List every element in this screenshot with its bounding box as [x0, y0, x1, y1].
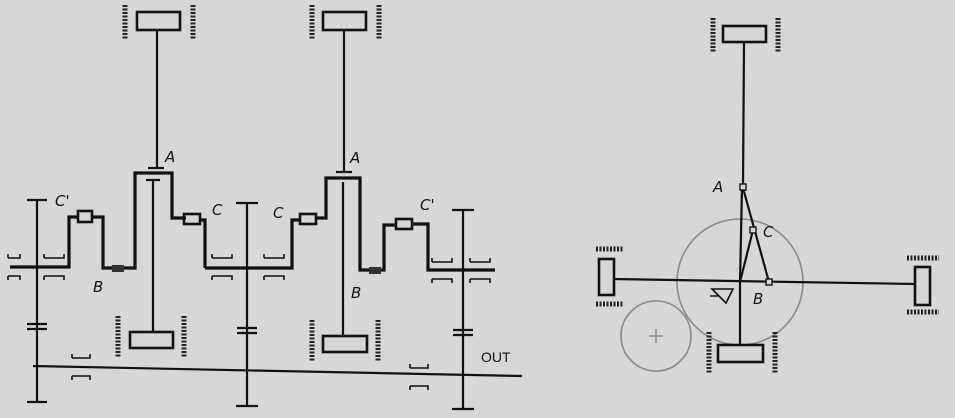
- label-c-prime-2: C': [420, 196, 435, 214]
- bearing: [211, 254, 233, 280]
- crank-arm: [205, 218, 300, 270]
- piston-top-2: [321, 10, 368, 32]
- label-b-2: B: [351, 284, 361, 302]
- coupler-c-prime: [76, 209, 94, 224]
- bearing: [469, 258, 491, 283]
- crank-arm: [186, 218, 207, 268]
- link-a-b: [741, 187, 771, 283]
- right-mechanism: A C B: [596, 18, 939, 373]
- label-c: C: [763, 223, 774, 241]
- small-circle: [620, 300, 692, 372]
- crankshaft-1: [92, 171, 186, 270]
- crank-arm: [412, 222, 495, 272]
- piston-top: [721, 24, 768, 44]
- output-shaft: [32, 364, 523, 378]
- piston-top-1: [135, 10, 182, 32]
- label-c-2: C: [273, 204, 284, 222]
- bearing: [409, 364, 429, 390]
- link-c-pivot: [738, 229, 755, 283]
- joint-b: [765, 278, 773, 286]
- left-mechanism: A A B B C' C C C' OUT: [7, 5, 523, 411]
- link-a-pivot: [738, 186, 744, 283]
- piston-left: [597, 257, 616, 297]
- bearing-b: [369, 267, 381, 274]
- coupler-c: [182, 212, 202, 226]
- rod-top: [741, 41, 746, 188]
- coupler-c: [298, 212, 318, 226]
- joint-a: [739, 183, 747, 191]
- joint-c: [749, 226, 757, 234]
- label-c-prime-1: C': [55, 192, 70, 210]
- label-b: B: [753, 290, 763, 308]
- bearing: [43, 254, 65, 280]
- crank-arm: [10, 215, 78, 269]
- center-cross-icon: [649, 329, 663, 343]
- label-a-1: A: [164, 148, 175, 166]
- label-b-1: B: [93, 278, 103, 296]
- bearing: [263, 254, 285, 280]
- bearing: [7, 254, 21, 280]
- bearing: [71, 354, 91, 380]
- coupler-c-prime: [394, 217, 414, 231]
- piston-bottom: [716, 343, 765, 364]
- ground-pivot-icon: [710, 288, 735, 305]
- bearing-b: [112, 265, 124, 272]
- bearings: [7, 254, 491, 390]
- label-a: A: [712, 178, 723, 196]
- label-a-2: A: [349, 149, 360, 167]
- piston-bottom-1: [128, 330, 175, 350]
- label-out: OUT: [481, 349, 511, 365]
- crankshaft-2: [316, 176, 398, 272]
- label-c-1: C: [212, 201, 223, 219]
- bearing: [431, 258, 453, 283]
- piston-right: [913, 265, 932, 307]
- rod-horizontal: [612, 277, 916, 286]
- piston-bottom-2: [321, 334, 369, 354]
